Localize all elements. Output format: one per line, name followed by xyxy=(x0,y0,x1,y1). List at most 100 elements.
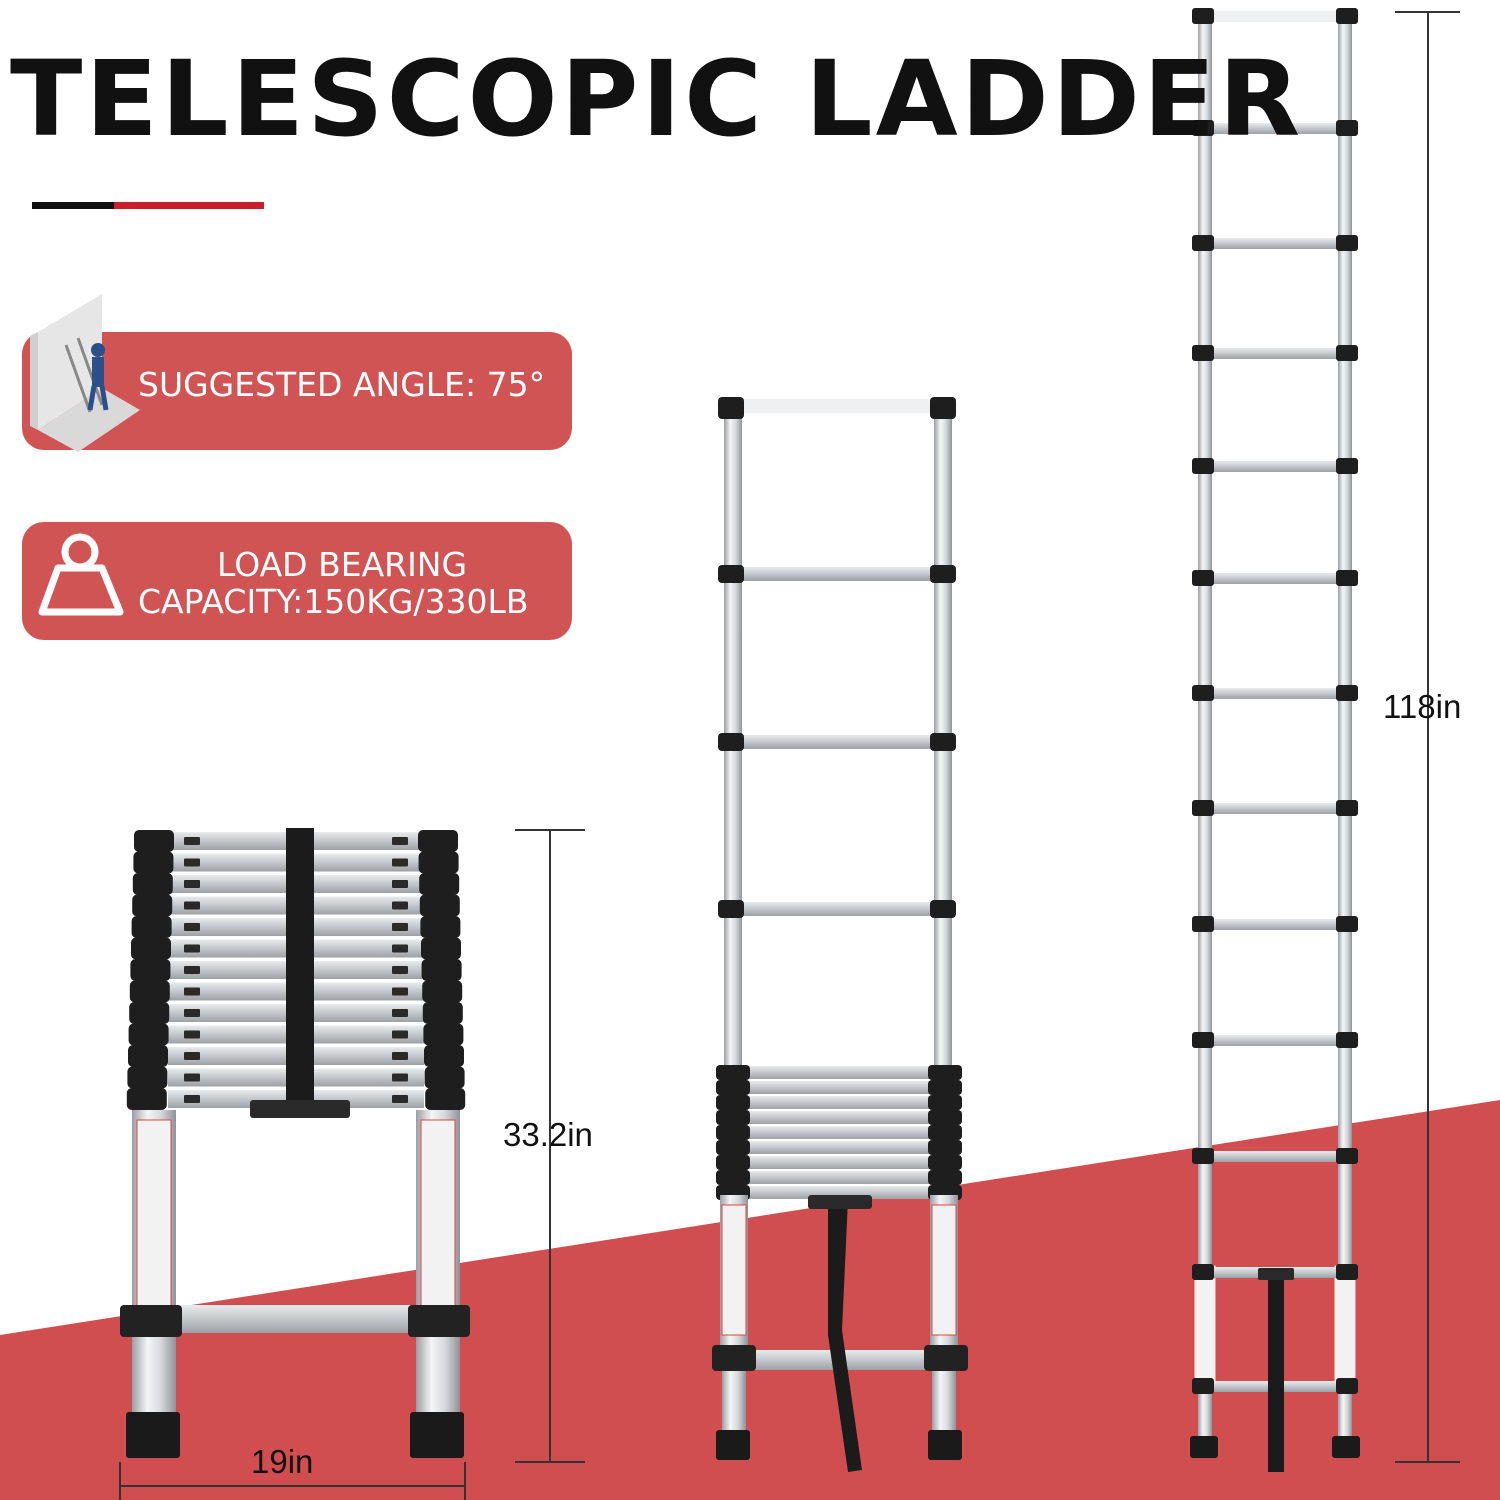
ladder-rung xyxy=(1206,123,1344,134)
rung-end-cap xyxy=(928,1140,962,1155)
ladder-rung xyxy=(738,902,938,916)
ladder-rung xyxy=(1206,573,1344,584)
rung-slot xyxy=(392,1095,408,1103)
rung-end-cap xyxy=(1336,1264,1358,1280)
rung-end-cap xyxy=(1192,458,1214,474)
rung-slot xyxy=(184,923,200,931)
ladder-rung xyxy=(1206,688,1344,699)
rung-end-cap xyxy=(1336,1148,1358,1164)
rung-end-cap xyxy=(1336,120,1358,136)
rung-end-cap xyxy=(1336,1032,1358,1048)
rung-slot xyxy=(184,837,200,845)
rung-end-cap xyxy=(716,1110,750,1125)
title-underline-red xyxy=(114,202,264,209)
rung-slot xyxy=(184,1073,200,1082)
rung-slot xyxy=(184,901,200,910)
rung-end-cap xyxy=(1336,458,1358,474)
rung-slot xyxy=(184,1095,200,1103)
rung-end-cap xyxy=(127,1066,168,1089)
ladder-rung xyxy=(1206,461,1344,472)
rung-end-cap xyxy=(716,1065,750,1080)
rung-end-cap xyxy=(424,1045,464,1067)
ladder-rung xyxy=(1206,1151,1344,1162)
rung-end-cap xyxy=(418,830,458,852)
rung-slot xyxy=(184,966,200,974)
rung-end-cap xyxy=(1336,235,1358,251)
rung-end-cap xyxy=(716,1170,750,1185)
fully-extended-ladder xyxy=(1190,8,1360,1472)
rung-end-cap xyxy=(718,397,744,419)
ladder-rung xyxy=(738,735,938,749)
rung-slot xyxy=(392,923,408,931)
rung-slot xyxy=(184,1009,200,1017)
angle-label: SUGGESTED ANGLE: 75° xyxy=(138,365,546,404)
rung-end-cap xyxy=(1192,1032,1214,1048)
rung-end-cap xyxy=(1192,570,1214,586)
rung-end-cap xyxy=(132,894,173,917)
rung-end-cap xyxy=(716,1095,750,1110)
rung-end-cap xyxy=(1336,1378,1358,1394)
rung-end-cap xyxy=(423,1023,464,1046)
ladder-rung xyxy=(744,1126,934,1139)
ladder-rung xyxy=(744,1186,934,1199)
partially-extended-ladder xyxy=(712,397,968,1472)
rung-slot xyxy=(392,944,408,953)
ladder-rung xyxy=(1206,919,1344,930)
rung-end-cap xyxy=(928,1155,962,1170)
rung-end-cap xyxy=(716,1155,750,1170)
rung-end-cap xyxy=(419,894,460,917)
ladder-rung xyxy=(744,1141,934,1154)
wall-ladder-worker-icon xyxy=(30,294,140,452)
angle-pill xyxy=(22,332,572,450)
rung-end-cap xyxy=(134,830,174,852)
rung-end-cap xyxy=(1192,345,1214,361)
extended-height-label: 118in xyxy=(1383,688,1462,725)
ladder-rung xyxy=(1206,11,1344,22)
rung-end-cap xyxy=(930,565,956,583)
rung-end-cap xyxy=(928,1080,962,1095)
rung-end-cap xyxy=(1336,800,1358,816)
rung-end-cap xyxy=(132,873,173,895)
rung-slot xyxy=(392,837,408,845)
ladder-rung xyxy=(738,399,938,413)
rung-end-cap xyxy=(1192,1378,1214,1394)
rung-end-cap xyxy=(930,900,956,918)
rung-slot xyxy=(184,1030,200,1039)
rung-end-cap xyxy=(128,1023,169,1046)
rung-end-cap xyxy=(419,873,460,895)
rung-end-cap xyxy=(1336,8,1358,24)
rung-end-cap xyxy=(128,1045,168,1067)
rung-end-cap xyxy=(421,959,462,981)
rung-end-cap xyxy=(716,1080,750,1095)
rung-end-cap xyxy=(1192,916,1214,932)
load-label-line2: CAPACITY:150KG/330LB xyxy=(138,582,529,621)
rung-end-cap xyxy=(420,916,461,938)
rung-slot xyxy=(392,858,408,867)
rung-end-cap xyxy=(928,1095,962,1110)
rung-slot xyxy=(184,1052,200,1060)
rung-end-cap xyxy=(716,1140,750,1155)
rung-end-cap xyxy=(930,733,956,751)
rung-end-cap xyxy=(928,1065,962,1080)
rung-end-cap xyxy=(928,1170,962,1185)
rung-slot xyxy=(392,1030,408,1039)
rung-end-cap xyxy=(1336,916,1358,932)
ladder-rung xyxy=(1206,1035,1344,1046)
rung-slot xyxy=(392,966,408,974)
rung-end-cap xyxy=(930,397,956,419)
rung-end-cap xyxy=(422,1002,463,1024)
rung-end-cap xyxy=(131,916,172,938)
rung-end-cap xyxy=(1192,800,1214,816)
rung-end-cap xyxy=(1336,570,1358,586)
rung-end-cap xyxy=(425,1088,466,1110)
title-underline-dark xyxy=(32,202,114,209)
rung-end-cap xyxy=(421,937,461,960)
weight-icon xyxy=(38,533,124,616)
collapsed-ladder xyxy=(120,828,470,1458)
rung-end-cap xyxy=(1192,235,1214,251)
rung-end-cap xyxy=(1336,685,1358,701)
rung-end-cap xyxy=(129,980,170,1003)
rung-end-cap xyxy=(716,1125,750,1140)
rung-end-cap xyxy=(1192,1264,1214,1280)
ladder-rung xyxy=(744,1156,934,1169)
